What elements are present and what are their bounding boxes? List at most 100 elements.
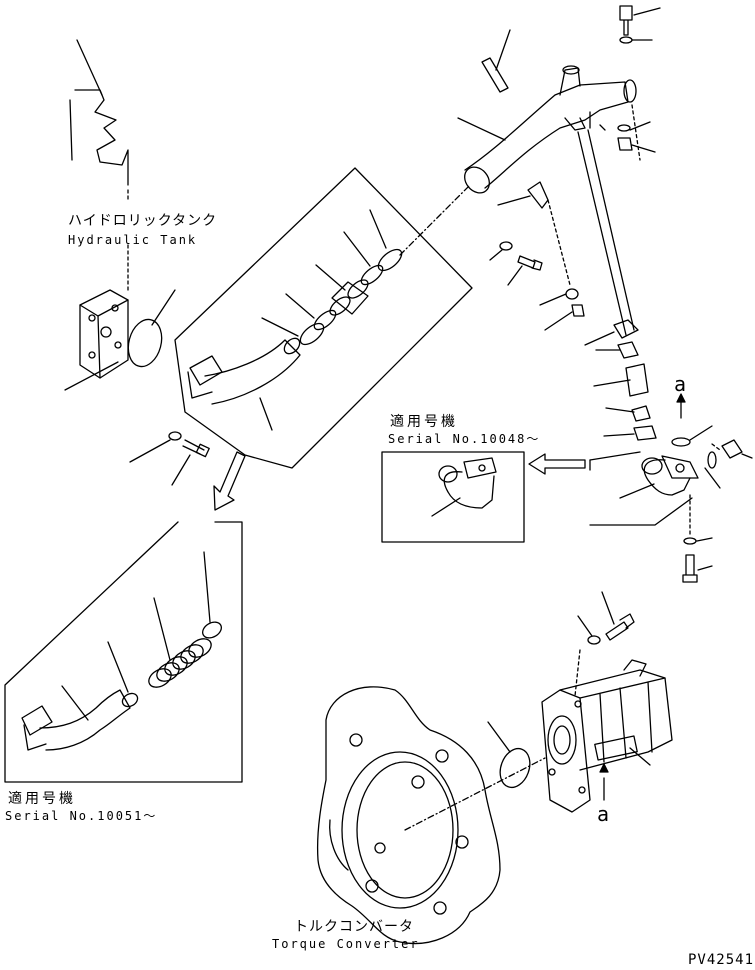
leader-line (259, 397, 273, 431)
leader-line (151, 289, 176, 326)
center-line (404, 757, 546, 831)
leader-line (584, 331, 615, 346)
leader-line (605, 407, 635, 413)
clamp (631, 405, 651, 422)
leader-line (629, 121, 651, 131)
serial-10048-label-en: Serial No.10048～ (388, 432, 541, 446)
leader-line (633, 7, 661, 16)
washer (168, 431, 182, 441)
washer (565, 288, 579, 300)
hydraulic-pump (541, 659, 673, 813)
leader-line (696, 537, 713, 542)
drawing-code: PV42541 (688, 952, 755, 968)
hose (625, 363, 649, 397)
leader-line (76, 39, 103, 96)
leader-line (61, 685, 89, 721)
bolt (619, 5, 633, 36)
leader-line (697, 565, 713, 571)
tube (587, 129, 635, 331)
pump-elbow (641, 455, 699, 496)
leader-line (153, 597, 171, 661)
clamp (633, 425, 657, 441)
leader-line (544, 311, 573, 331)
o-ring (707, 451, 717, 469)
leader-line (285, 293, 315, 319)
leader-line (599, 124, 606, 131)
tank-flange (79, 289, 129, 379)
outline (589, 451, 641, 461)
gasket (671, 437, 691, 447)
washer (617, 124, 631, 132)
leader-line (261, 317, 299, 337)
inset-elbow-10051 (21, 689, 131, 751)
torque-converter-label-jp: トルクコンバータ (294, 919, 414, 935)
bolt (517, 255, 543, 271)
center-line (547, 199, 571, 286)
leader-line (203, 551, 211, 623)
leader-line (487, 721, 511, 753)
leader-line (593, 379, 631, 387)
hydraulic-tank-label-jp: ハイドロリックタンク (68, 213, 218, 229)
leader-line (497, 195, 531, 206)
nut (571, 304, 585, 317)
hose-clamp (202, 621, 222, 639)
view-a-label-top: a (674, 372, 687, 396)
washer (619, 36, 633, 44)
center-line (631, 104, 641, 161)
leader-line (704, 467, 721, 489)
reference-arrow (528, 453, 586, 475)
flex-hose (148, 638, 212, 688)
leader-line (539, 293, 567, 306)
arrow-head (599, 763, 609, 773)
hose-clamp (299, 322, 325, 346)
leader-line (507, 265, 523, 286)
leader-line (315, 264, 346, 291)
bolt (182, 439, 205, 455)
hydraulic-tank-label-en: Hydraulic Tank (68, 233, 198, 247)
hose-clamp (121, 692, 139, 708)
washer (587, 635, 601, 645)
leader-line (369, 209, 387, 249)
hose-clamp (377, 248, 403, 272)
inset-elbow-10048 (438, 457, 497, 509)
leader-line (343, 231, 371, 267)
bolt (605, 613, 635, 641)
torque-converter-label-en: Torque Converter (272, 937, 420, 951)
tube (577, 131, 627, 336)
clamp (613, 319, 639, 339)
leader-line (107, 641, 129, 693)
leader-line (631, 144, 656, 153)
inset-box-10048 (381, 451, 525, 543)
serial-10051-label-en: Serial No.10051～ (5, 809, 158, 823)
center-line (574, 649, 581, 697)
center-line (399, 184, 471, 256)
bracket (527, 181, 549, 209)
o-ring (127, 318, 163, 368)
leader-line (619, 483, 655, 499)
nut (617, 137, 633, 151)
pipe-bracket (481, 57, 509, 93)
inset-box-10051 (4, 521, 243, 783)
serial-10048-label-jp: 適用号機 (390, 414, 458, 430)
washer (499, 241, 513, 251)
hydraulic-tank-outline (69, 89, 129, 291)
exploded-assembly-outline (174, 167, 473, 469)
bolt (682, 554, 698, 583)
leader-line (577, 615, 593, 637)
reference-arrow (213, 451, 246, 511)
outline (589, 497, 693, 526)
suction-elbow (187, 337, 301, 405)
leader-line (689, 425, 713, 441)
leader-line (741, 453, 753, 459)
leader-line (171, 454, 191, 486)
view-a-label-bottom: a (597, 802, 610, 826)
arrow-head (676, 393, 686, 403)
o-ring (499, 747, 531, 789)
leader-line (489, 249, 503, 261)
clamp (617, 341, 639, 359)
leader-line (129, 439, 171, 463)
leader-line (629, 747, 651, 766)
hose-clamp (360, 264, 384, 286)
